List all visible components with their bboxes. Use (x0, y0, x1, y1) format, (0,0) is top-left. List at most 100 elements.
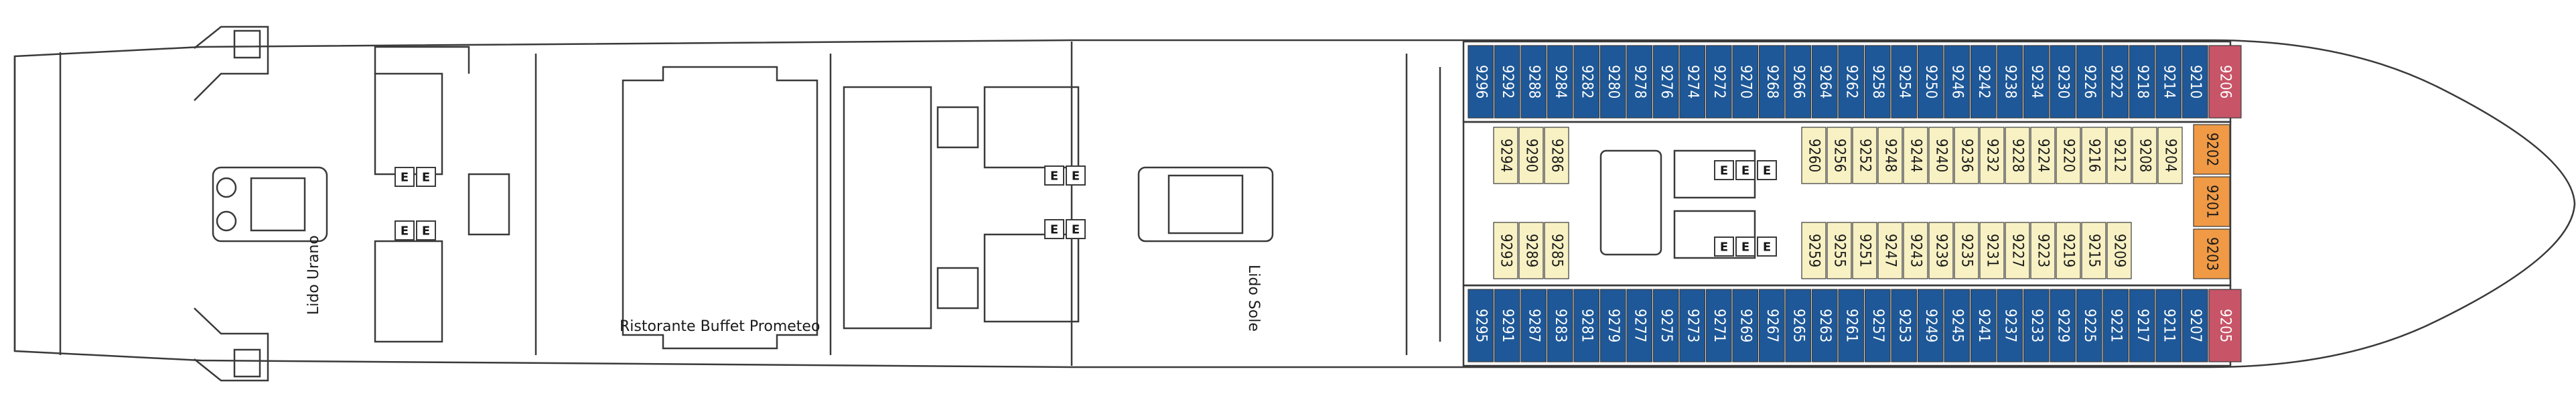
cabin-9226: 9226 (2081, 65, 2098, 98)
cabin-9266-box (1785, 45, 1812, 119)
cabin-9230-box (2050, 45, 2076, 119)
cabin-9221: 9221 (2107, 309, 2124, 342)
cabin-9229-box (2050, 289, 2076, 362)
cabin-9266: 9266 (1790, 65, 1806, 98)
cabin-9271-box (1705, 289, 1732, 362)
cabin-9228-box (2005, 127, 2030, 184)
cabin-9253-box (1891, 289, 1918, 362)
cabin-9291-box (1494, 289, 1520, 362)
cabin-9212-box (2106, 127, 2132, 184)
aft-mooring-area (194, 25, 269, 101)
cabin-9283: 9283 (1552, 309, 1569, 342)
elevator-label: E (401, 171, 409, 185)
cabin-9261-box (1838, 289, 1865, 362)
cabin-9272-box (1705, 45, 1732, 119)
cabin-9263: 9263 (1816, 309, 1833, 342)
cabin-9227-box (2005, 222, 2030, 279)
cabin-9273-box (1679, 289, 1706, 362)
cabin-9293-box (1493, 222, 1518, 279)
cabin-9235-box (1954, 222, 1979, 279)
cabin-9207-box (2181, 289, 2208, 362)
cabin-9243: 9243 (1908, 234, 1924, 267)
cabin-9279-box (1599, 289, 1626, 362)
cabin-9296: 9296 (1472, 65, 1489, 98)
cabin-9270: 9270 (1737, 65, 1754, 98)
elevator-4 (416, 220, 436, 241)
cabin-9289: 9289 (1523, 234, 1540, 267)
elevator-7 (1044, 219, 1064, 239)
cabin-9203-box (2193, 228, 2230, 279)
elevator-14 (1757, 236, 1777, 257)
cabin-9291: 9291 (1499, 309, 1516, 342)
atrium (1599, 149, 1662, 256)
cabin-9239-box (1928, 222, 1954, 279)
cabin-9224-box (2030, 127, 2056, 184)
cabin-9280-box (1599, 45, 1626, 119)
cabin-9264-box (1811, 45, 1838, 119)
cabin-9246-box (1944, 45, 1971, 119)
cabin-9287-box (1520, 289, 1547, 362)
cabin-9205: 9205 (2217, 309, 2234, 342)
cabin-9257: 9257 (1869, 309, 1886, 342)
cabin-9281: 9281 (1578, 309, 1595, 342)
elevator-label: E (1741, 241, 1749, 255)
cabin-9207: 9207 (2187, 309, 2204, 342)
cabin-9232: 9232 (1984, 139, 2001, 172)
cabin-9294-box (1493, 127, 1518, 184)
cabin-9276-box (1652, 45, 1679, 119)
cabin-9286: 9286 (1549, 139, 1565, 172)
elevator-label: E (1763, 241, 1771, 255)
cabin-9255: 9255 (1831, 234, 1848, 267)
cabin-9284: 9284 (1552, 65, 1569, 98)
cabin-9209-box (2106, 222, 2132, 279)
elevator-1 (395, 167, 415, 187)
cabin-9274: 9274 (1684, 65, 1701, 98)
elevator-label: E (1072, 223, 1080, 237)
cabin-9206-box (2208, 45, 2242, 119)
cabin-9251-box (1852, 222, 1877, 279)
cabin-9222-box (2102, 45, 2129, 119)
cabin-9277-box (1626, 289, 1653, 362)
hull-outline (13, 39, 2576, 368)
cabin-9296-box (1468, 45, 1494, 119)
elevator-6 (1066, 165, 1086, 186)
cabin-9238: 9238 (2001, 65, 2018, 98)
cabin-9270-box (1732, 45, 1759, 119)
cabin-9286-box (1544, 127, 1569, 184)
cabin-9224: 9224 (2035, 139, 2052, 172)
elevator-label: E (1720, 164, 1728, 178)
cabin-9292-box (1494, 45, 1520, 119)
lido-sole-pool (1137, 166, 1274, 243)
elevator-label: E (422, 224, 430, 239)
cabin-9210: 9210 (2187, 65, 2204, 98)
cabin-9225-box (2076, 289, 2102, 362)
elevator-label: E (1763, 164, 1771, 178)
cabin-9260-box (1801, 127, 1827, 184)
cabin-9231: 9231 (1984, 234, 2001, 267)
cabin-9247: 9247 (1882, 234, 1899, 267)
cabin-9254: 9254 (1895, 65, 1912, 98)
cabin-9252-box (1852, 127, 1877, 184)
cabin-9244-box (1903, 127, 1928, 184)
cabin-9285-box (1544, 222, 1569, 279)
cabin-9208-box (2132, 127, 2157, 184)
cabin-9214-box (2155, 45, 2182, 119)
cabin-9260: 9260 (1806, 139, 1822, 172)
cabin-9250: 9250 (1922, 65, 1939, 98)
cabin-9216: 9216 (2086, 139, 2102, 172)
cabin-9218: 9218 (2134, 65, 2151, 98)
cabin-9227: 9227 (2009, 234, 2026, 267)
cabin-9218-box (2129, 45, 2155, 119)
cabin-9211-box (2155, 289, 2182, 362)
cabin-9257-box (1864, 289, 1891, 362)
cabin-9288: 9288 (1525, 65, 1542, 98)
cabin-9284-box (1547, 45, 1573, 119)
cabin-9240-box (1928, 127, 1954, 184)
cabin-9202: 9202 (2204, 133, 2220, 166)
cabin-9219: 9219 (2060, 234, 2077, 267)
cabin-9268-box (1758, 45, 1785, 119)
cabin-9242: 9242 (1975, 65, 1992, 98)
